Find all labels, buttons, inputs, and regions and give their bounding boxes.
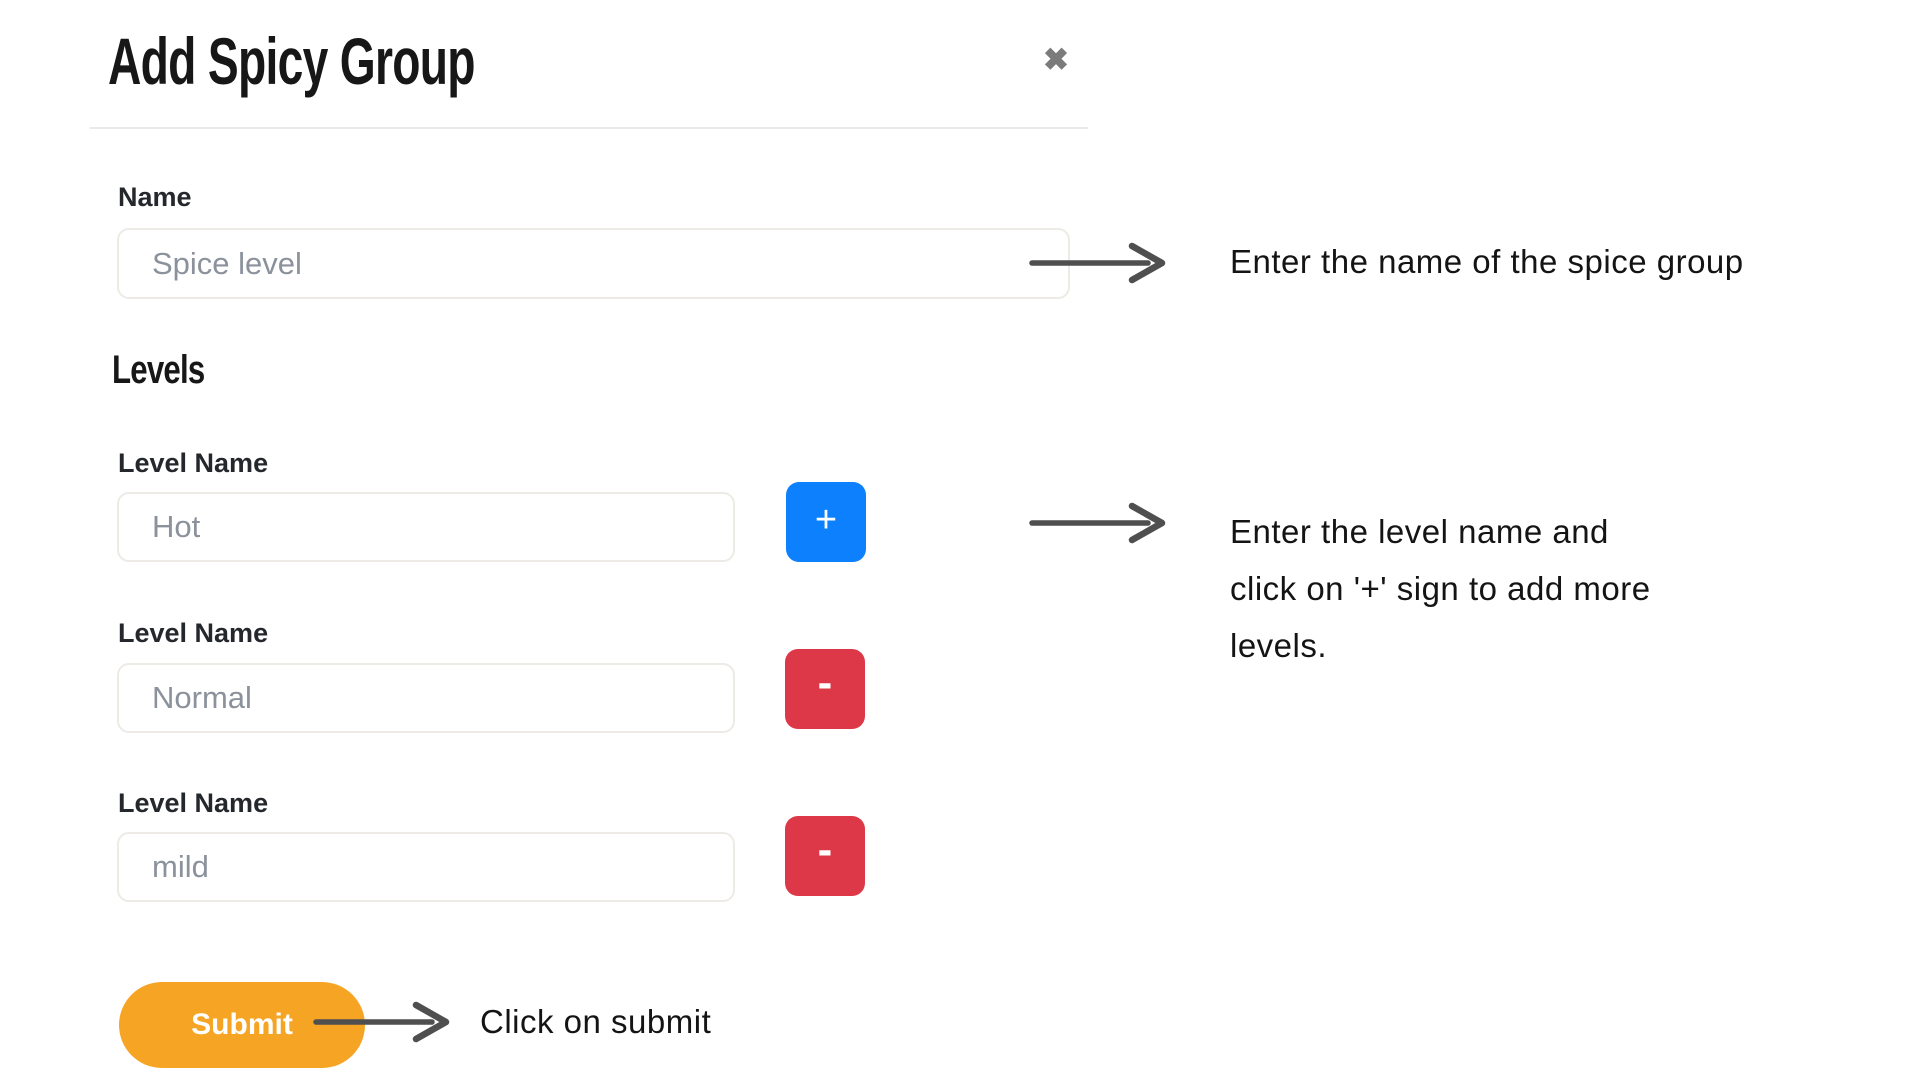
levels-heading-text: Levels [112,348,205,392]
arrow-right-icon [1029,242,1166,284]
header-divider [90,127,1088,129]
level-2-label: Level Name [118,618,269,648]
levels-hint-line-2: click on '+' sign to add more [1230,570,1651,607]
page-title: Add Spicy Group [108,22,632,100]
page-title-text: Add Spicy Group [108,24,476,98]
arrow-right-icon [1029,502,1166,544]
name-hint-text: Enter the name of the spice group [1230,243,1744,280]
minus-icon: - [817,658,833,707]
remove-level-button[interactable]: - [785,816,865,896]
arrow-right-icon [313,1001,450,1043]
close-icon[interactable]: ✖ [1030,34,1082,86]
levels-hint-text: Enter the level name and click on '+' si… [1230,503,1651,674]
level-1-input[interactable] [117,492,735,562]
levels-heading: Levels [112,348,231,393]
levels-hint-line-3: levels. [1230,627,1328,664]
remove-level-button[interactable]: - [785,649,865,729]
level-2-input[interactable] [117,663,735,733]
level-3-input[interactable] [117,832,735,902]
plus-icon: + [814,499,838,541]
level-3-label: Level Name [118,788,269,818]
submit-button[interactable]: Submit [119,982,365,1068]
add-level-button[interactable]: + [786,482,866,562]
name-input[interactable] [117,228,1070,299]
name-field-label: Name [118,182,192,212]
level-1-label: Level Name [118,448,269,478]
submit-hint-text: Click on submit [480,1003,712,1040]
levels-hint-line-1: Enter the level name and [1230,513,1609,550]
minus-icon: - [817,825,833,874]
